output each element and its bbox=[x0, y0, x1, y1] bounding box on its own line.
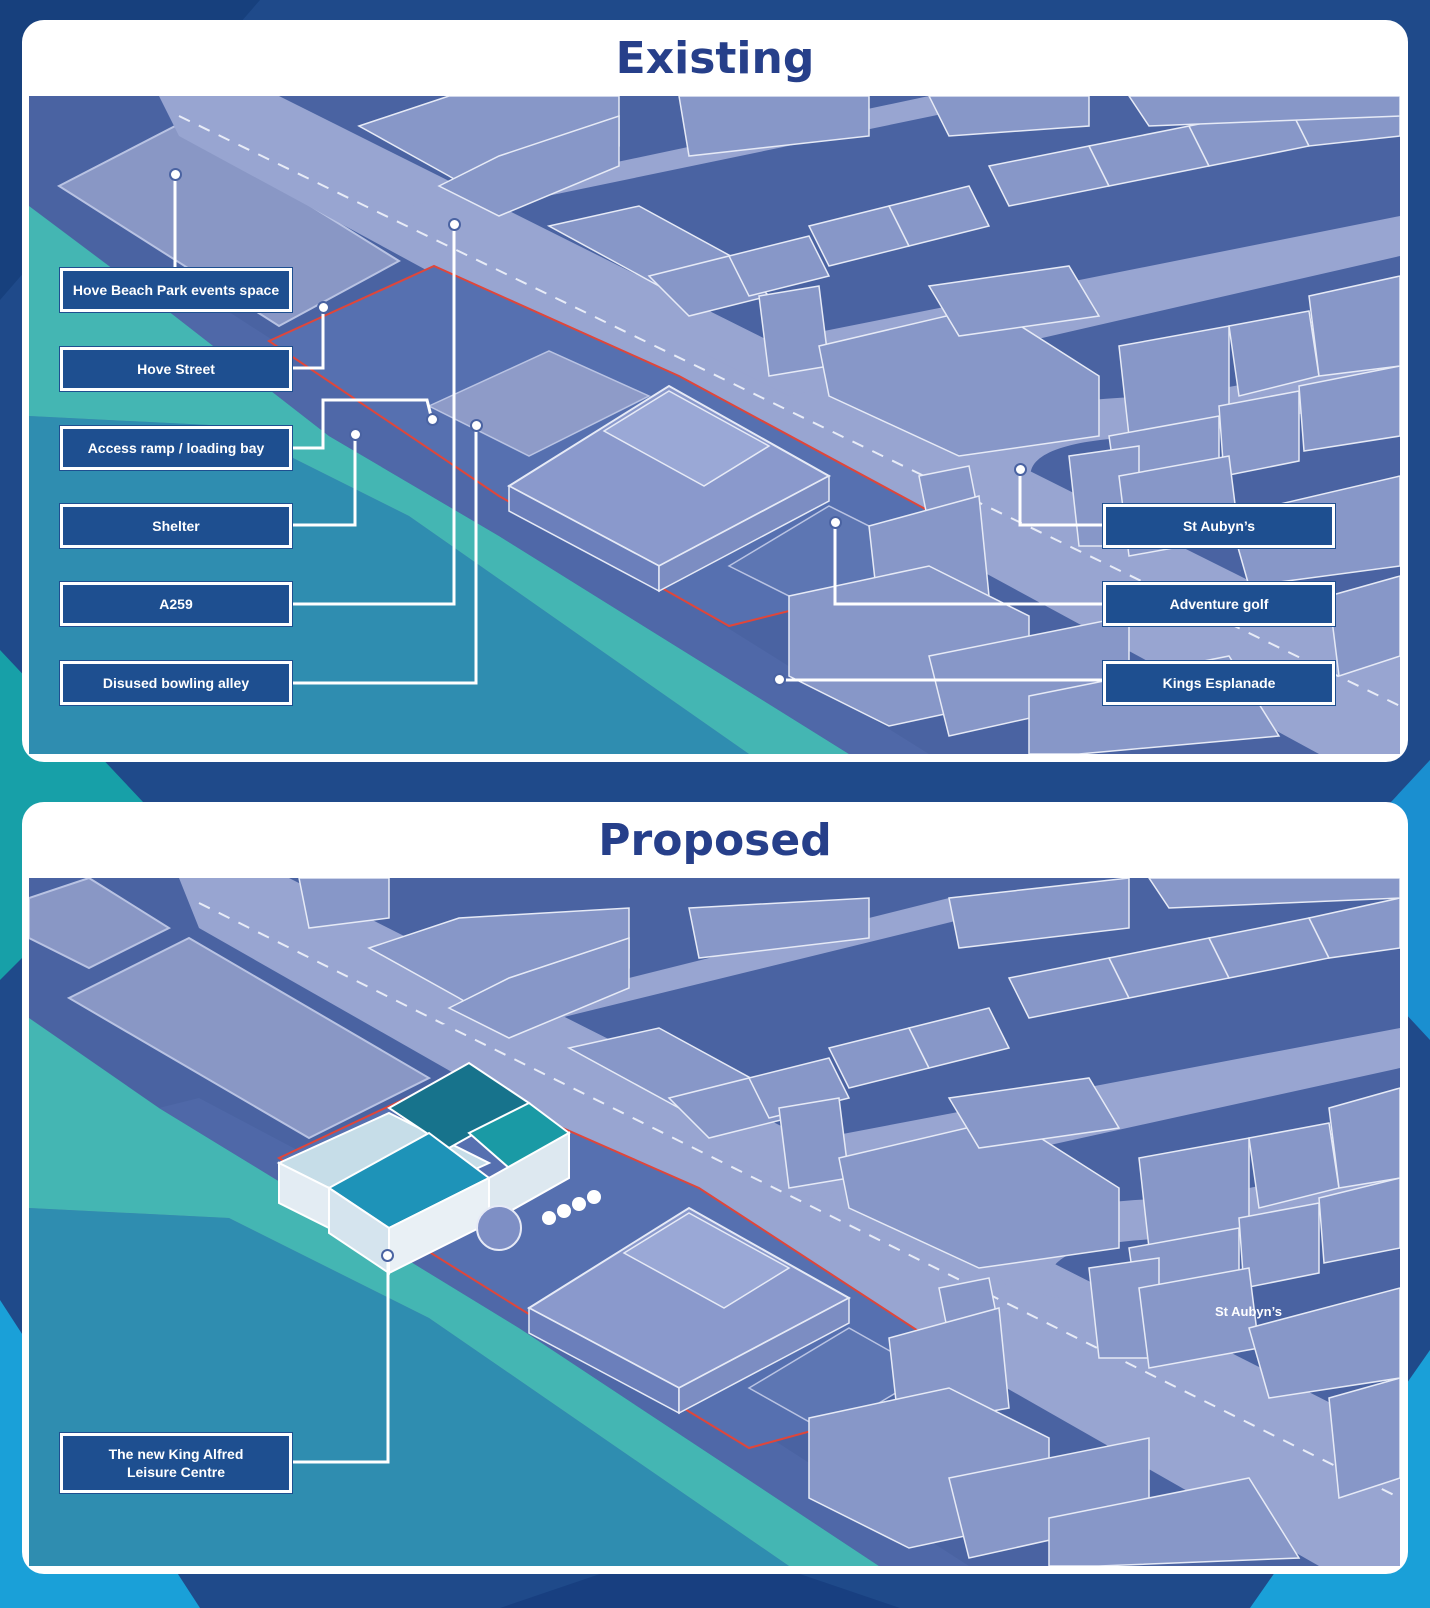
label-st-aubyns: St Aubyn’s bbox=[1103, 504, 1335, 548]
marker-bowling-alley bbox=[470, 419, 483, 432]
new-leisure-centre bbox=[276, 1061, 571, 1275]
marker-shelter bbox=[349, 428, 362, 441]
label-hove-beach-park: Hove Beach Park events space bbox=[60, 268, 292, 312]
proposed-title: Proposed bbox=[598, 814, 832, 866]
label-king-alfred-line1: The new King Alfred bbox=[108, 1446, 244, 1462]
proposed-panel: Proposed bbox=[22, 802, 1408, 1574]
marker-a259 bbox=[448, 218, 461, 231]
existing-title: Existing bbox=[615, 32, 815, 84]
existing-map bbox=[29, 96, 1400, 754]
buildings-north bbox=[357, 96, 1400, 317]
marker-st-aubyns bbox=[1014, 463, 1027, 476]
marker-hove-street bbox=[317, 301, 330, 314]
proposed-leader-lines bbox=[292, 1257, 390, 1464]
label-adventure-golf: Adventure golf bbox=[1103, 582, 1335, 626]
proposed-map-drawing bbox=[29, 878, 1400, 1566]
buildings-central bbox=[778, 1077, 1400, 1566]
marker-access-ramp bbox=[426, 413, 439, 426]
marker-king-alfred bbox=[381, 1249, 394, 1262]
label-king-alfred: The new King Alfred Leisure Centre bbox=[60, 1433, 292, 1493]
label-hove-street: Hove Street bbox=[60, 347, 292, 391]
marker-adventure-golf bbox=[829, 516, 842, 529]
beach bbox=[29, 1018, 879, 1566]
label-access-ramp: Access ramp / loading bay bbox=[60, 426, 292, 470]
marker-kings-esplanade bbox=[773, 673, 786, 686]
existing-panel: Existing bbox=[22, 20, 1408, 762]
existing-leader-lines bbox=[173, 175, 1103, 685]
a259-road bbox=[179, 878, 1400, 1566]
label-king-alfred-line2: Leisure Centre bbox=[126, 1464, 226, 1480]
a259-road bbox=[159, 96, 1400, 754]
existing-map-drawing bbox=[29, 96, 1400, 754]
map-text-st-aubyns: St Aubyn’s bbox=[1215, 1304, 1282, 1319]
label-a259: A259 bbox=[60, 582, 292, 626]
marker-events-space bbox=[169, 168, 182, 181]
buildings-north bbox=[298, 878, 1400, 1139]
events-space bbox=[66, 936, 432, 1140]
label-shelter: Shelter bbox=[60, 504, 292, 548]
label-bowling-alley: Disused bowling alley bbox=[60, 661, 292, 705]
label-kings-esplanade: Kings Esplanade bbox=[1103, 661, 1335, 705]
proposed-map bbox=[29, 878, 1400, 1566]
buildings-central bbox=[758, 265, 1400, 754]
